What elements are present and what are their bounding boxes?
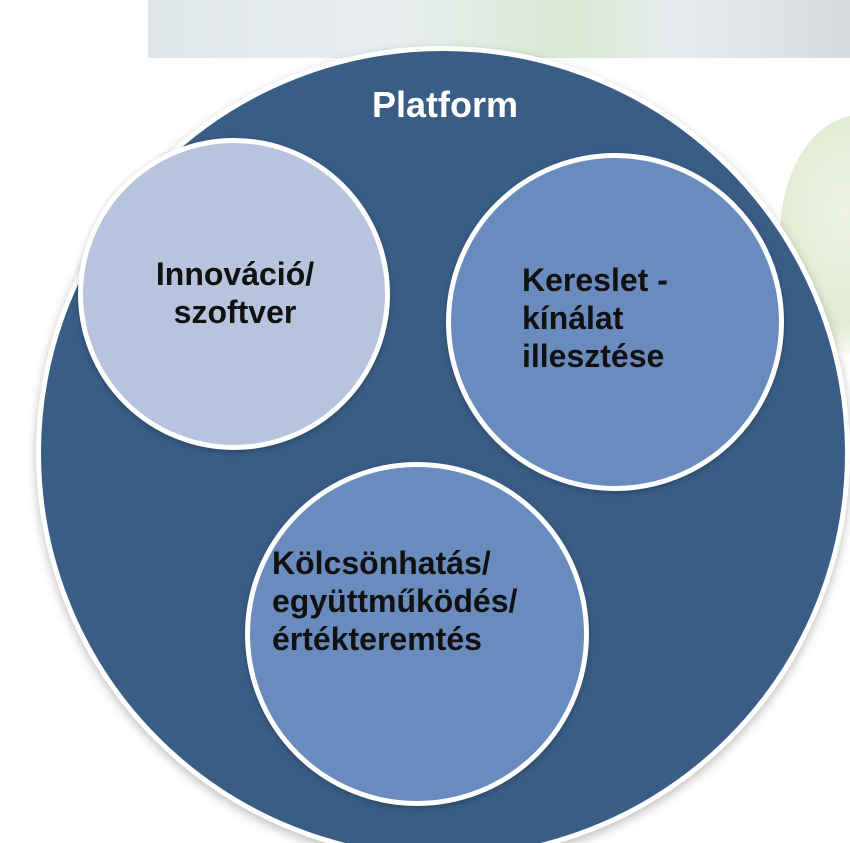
interaction-label: Kölcsönhatás/ együttműködés/ értékteremt… bbox=[272, 544, 517, 658]
innovation-label: Innováció/ szoftver bbox=[120, 255, 350, 331]
interaction-label-line-2: együttműködés/ bbox=[272, 583, 518, 619]
innovation-circle bbox=[78, 138, 390, 450]
interaction-circle bbox=[245, 462, 589, 806]
platform-label: Platform bbox=[371, 84, 519, 125]
interaction-label-line-3: értékteremtés bbox=[272, 621, 482, 657]
background-photo-strip bbox=[148, 0, 850, 58]
interaction-label-line-1: Kölcsönhatás/ bbox=[272, 545, 491, 581]
matching-label-line-2: kínálat bbox=[522, 300, 624, 336]
matching-label-line-3: illesztése bbox=[522, 338, 665, 374]
matching-label: Kereslet - kínálat illesztése bbox=[522, 261, 668, 375]
matching-circle bbox=[446, 153, 784, 491]
matching-label-line-1: Kereslet - bbox=[522, 262, 668, 298]
innovation-label-line-2: szoftver bbox=[173, 294, 297, 330]
innovation-label-line-1: Innováció/ bbox=[155, 256, 315, 292]
